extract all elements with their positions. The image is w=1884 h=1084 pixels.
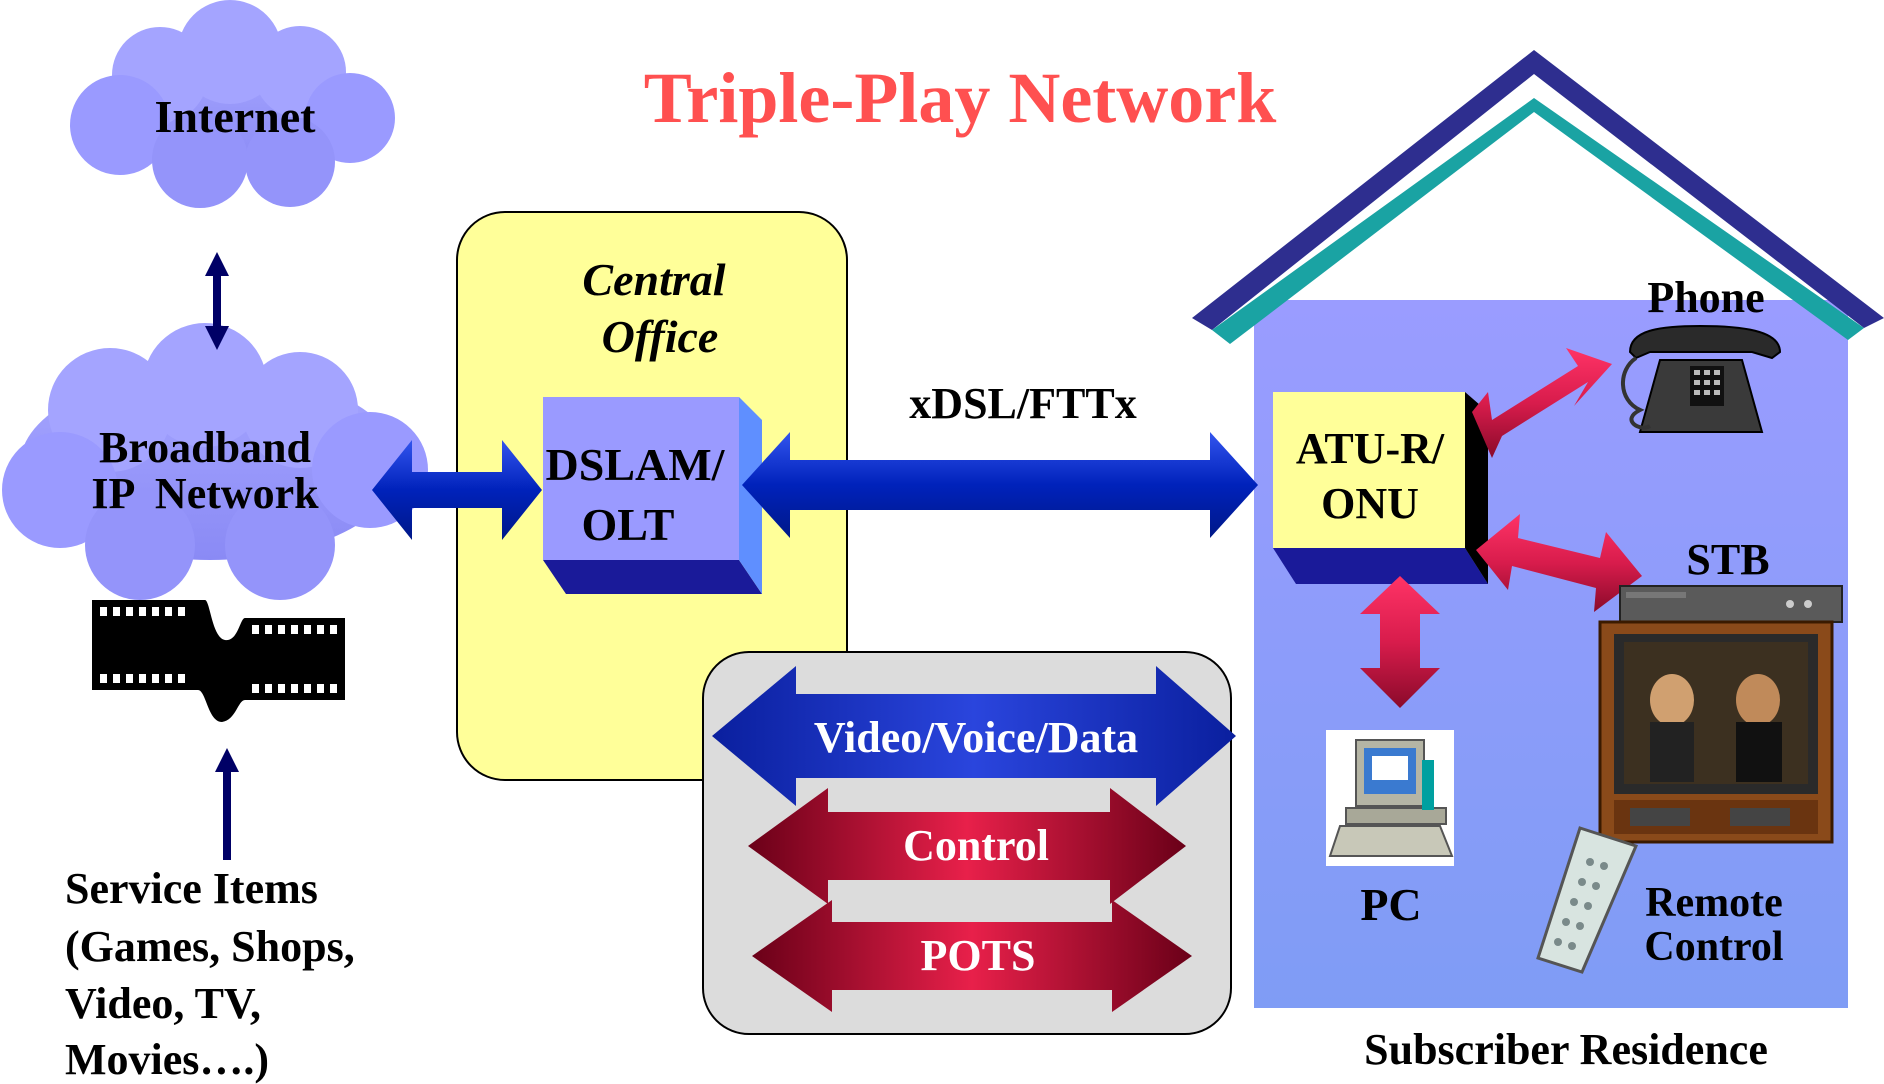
atu-label-2: ONU: [1321, 479, 1419, 528]
phone-icon: [1621, 324, 1782, 433]
stb-icon: [1619, 585, 1843, 623]
service-items-label-2: (Games, Shops,: [65, 922, 355, 971]
service-items-label-3: Video, TV,: [65, 979, 261, 1028]
broadband-label-2: IP Network: [91, 469, 319, 518]
residence-label: Subscriber Residence: [1364, 1025, 1768, 1074]
legend-video-label: Video/Voice/Data: [814, 713, 1138, 762]
tv-icon: [1598, 620, 1834, 844]
atu-pc-arrow: [1360, 576, 1440, 708]
dslam-label: DSLAM/: [546, 439, 726, 490]
legend-video-arrow: [712, 666, 1236, 806]
internet-cloud-icon: [70, 0, 395, 208]
remote-control-icon: [1536, 826, 1639, 974]
phone-label: Phone: [1647, 273, 1764, 322]
legend-control-arrow: [748, 788, 1186, 904]
broadband-label: Broadband: [99, 423, 311, 472]
dslam-label-2: OLT: [582, 499, 675, 550]
service-items-label: Service Items: [65, 864, 318, 913]
xdsl-link-label: xDSL/FTTx: [909, 379, 1136, 428]
remote-label: Remote: [1645, 880, 1783, 926]
remote-label-2: Control: [1644, 924, 1783, 970]
dslam-box: [543, 397, 762, 594]
internet-label: Internet: [155, 91, 317, 142]
pc-label: PC: [1360, 879, 1421, 930]
stb-label: STB: [1686, 535, 1769, 584]
broadband-dslam-arrow: [372, 440, 542, 540]
pc-icon: [1326, 730, 1454, 866]
service-items-arrow: [215, 748, 239, 860]
xdsl-link-arrow: [742, 432, 1258, 538]
atu-label: ATU-R/: [1296, 424, 1445, 473]
legend-pots-label: POTS: [921, 931, 1036, 980]
central-office-label: Central: [582, 254, 725, 305]
legend-control-label: Control: [903, 821, 1049, 870]
atu-onu-box: [1273, 392, 1488, 584]
atu-phone-arrow: [1472, 348, 1612, 458]
internet-broadband-arrow: [205, 252, 229, 350]
legend-pots-arrow: [752, 900, 1192, 1012]
service-items-label-4: Movies….): [65, 1035, 269, 1084]
atu-stb-arrow: [1476, 514, 1642, 612]
central-office-label-2: Office: [602, 311, 719, 362]
page-title: Triple-Play Network: [644, 58, 1277, 138]
film-strip-icon: [92, 600, 345, 722]
